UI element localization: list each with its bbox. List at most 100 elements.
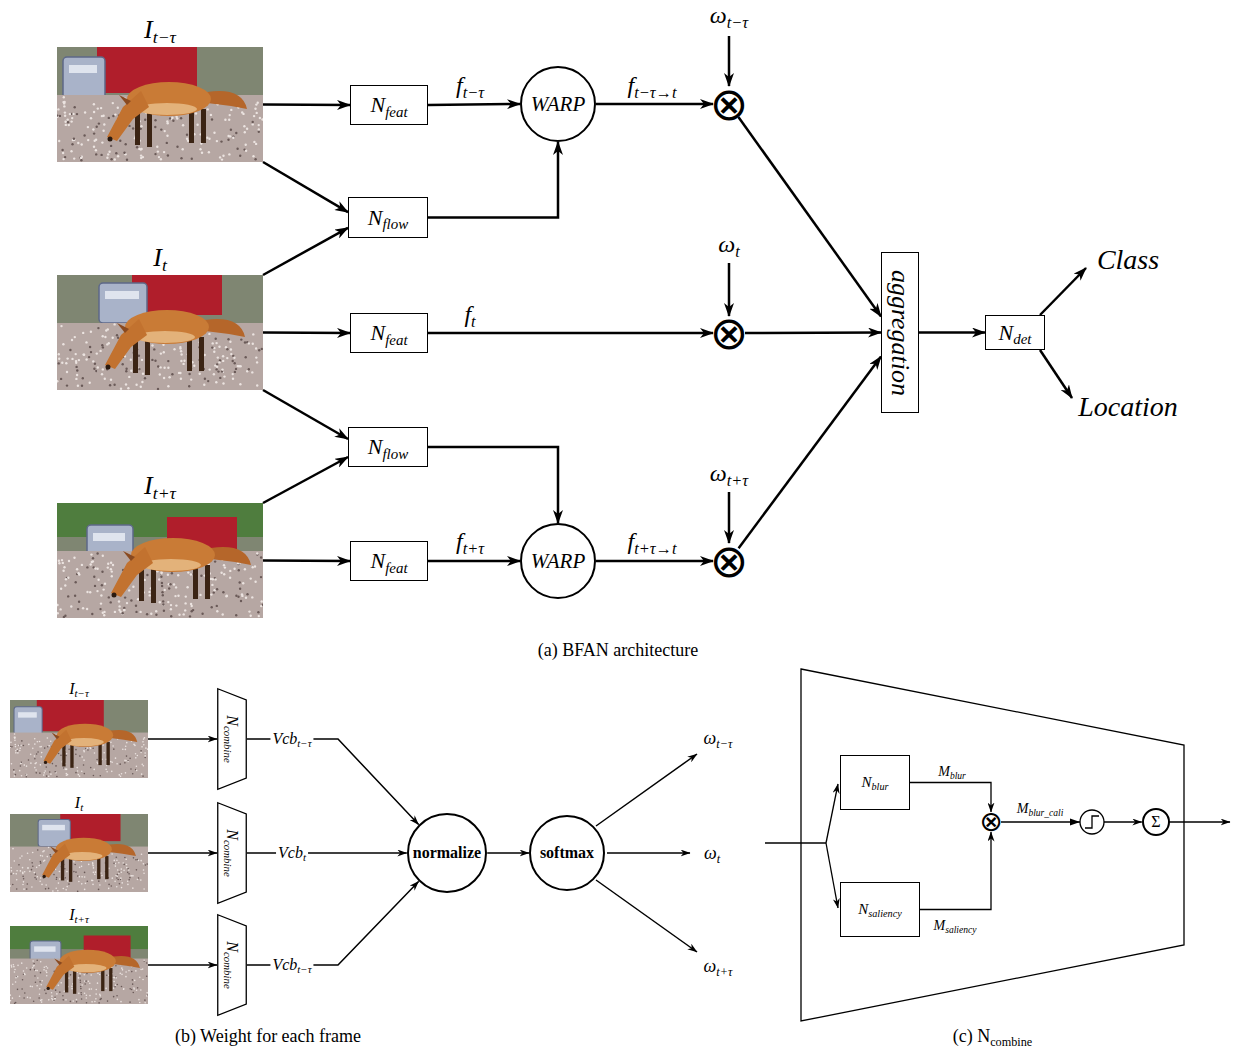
pebble — [80, 988, 82, 990]
network-box: Ndet — [985, 315, 1045, 350]
main-symbol: I — [144, 471, 153, 500]
pebble — [37, 977, 39, 979]
pebble — [190, 573, 192, 575]
connector — [263, 228, 348, 275]
photo-ground — [10, 814, 148, 892]
operation-circle: Σ — [1142, 808, 1170, 836]
pebble — [146, 992, 148, 994]
subscript: saliency — [868, 908, 901, 919]
arrow-head — [1070, 819, 1080, 826]
pebble — [225, 595, 227, 597]
pebble — [29, 997, 31, 999]
pebble — [172, 120, 174, 122]
pebble — [40, 972, 42, 974]
pebble — [146, 975, 148, 977]
subscript: t−τ — [297, 737, 311, 749]
pebble — [40, 984, 42, 986]
node-text: Ncombine — [223, 829, 241, 877]
pebble — [76, 369, 78, 371]
pebble — [135, 753, 137, 755]
pebble — [108, 596, 110, 598]
text-holder: (a) BFAN architecture — [538, 640, 699, 661]
pebble — [72, 113, 74, 115]
pebble — [21, 740, 23, 742]
pebble — [16, 976, 18, 978]
pebble — [163, 610, 165, 612]
pebble — [252, 333, 254, 335]
pebble — [77, 770, 79, 772]
pebble — [25, 774, 27, 776]
pebble — [15, 1002, 17, 1004]
text-holder: (c) Ncombine — [953, 1026, 1033, 1047]
pebble — [77, 875, 79, 877]
pebble — [145, 864, 147, 866]
pebble — [113, 996, 115, 998]
pebble — [142, 968, 144, 970]
pebble — [110, 145, 112, 147]
pebble — [105, 880, 107, 882]
pebble — [67, 577, 69, 579]
pebble — [177, 574, 179, 576]
text-holder: aggregation — [885, 269, 915, 395]
pebble — [97, 366, 99, 368]
pebble — [94, 567, 96, 569]
pebble — [133, 988, 135, 990]
connector — [263, 559, 350, 562]
pebble — [58, 562, 60, 564]
pebble — [245, 597, 247, 599]
pebble — [111, 877, 113, 879]
subscript: t−τ — [716, 736, 732, 750]
pebble — [97, 107, 99, 109]
pebble — [146, 613, 148, 615]
pebble — [150, 613, 152, 615]
pebble — [255, 356, 257, 358]
pebble — [70, 120, 72, 122]
pebble — [78, 881, 80, 883]
edge-label: ft−τ→t — [626, 72, 679, 100]
pebble — [93, 146, 95, 148]
subscript: combine — [222, 952, 234, 989]
pebble — [64, 877, 66, 879]
pebble — [79, 975, 81, 977]
frame-photo — [10, 926, 148, 1004]
pebble — [76, 999, 78, 1001]
pebble — [121, 974, 123, 976]
pebble — [23, 764, 25, 766]
pebble — [34, 975, 36, 977]
main-symbol: ω — [704, 843, 717, 863]
pebble — [113, 323, 115, 325]
pebble — [99, 974, 101, 976]
pebble — [63, 888, 65, 890]
pebble — [261, 600, 263, 602]
pebble — [104, 378, 106, 380]
pebble — [78, 977, 80, 979]
pebble — [132, 773, 134, 775]
pebble — [108, 117, 110, 119]
fox-nose — [108, 137, 113, 142]
pebble — [136, 765, 138, 767]
pebble — [41, 884, 43, 886]
subscript: t+τ — [153, 483, 176, 503]
node-text: Nflow — [368, 205, 408, 230]
edge-label: Mblur — [936, 764, 968, 780]
subscript: combine — [990, 1035, 1032, 1049]
pebble — [30, 969, 32, 971]
pebble — [211, 118, 213, 120]
pebble — [99, 608, 101, 610]
pebble — [68, 748, 70, 750]
pebble — [98, 880, 100, 882]
pebble — [78, 601, 80, 603]
pebble — [226, 595, 228, 597]
pebble — [122, 969, 124, 971]
pebble — [199, 148, 201, 150]
pebble — [258, 615, 260, 617]
pebble — [89, 988, 91, 990]
operation-circle: WARP — [520, 523, 596, 599]
pebble — [82, 377, 84, 379]
pebble — [17, 989, 19, 991]
pebble — [246, 370, 248, 372]
fox-leg — [109, 968, 112, 991]
pebble — [232, 360, 234, 362]
pebble — [76, 113, 78, 115]
pebble — [44, 860, 46, 862]
